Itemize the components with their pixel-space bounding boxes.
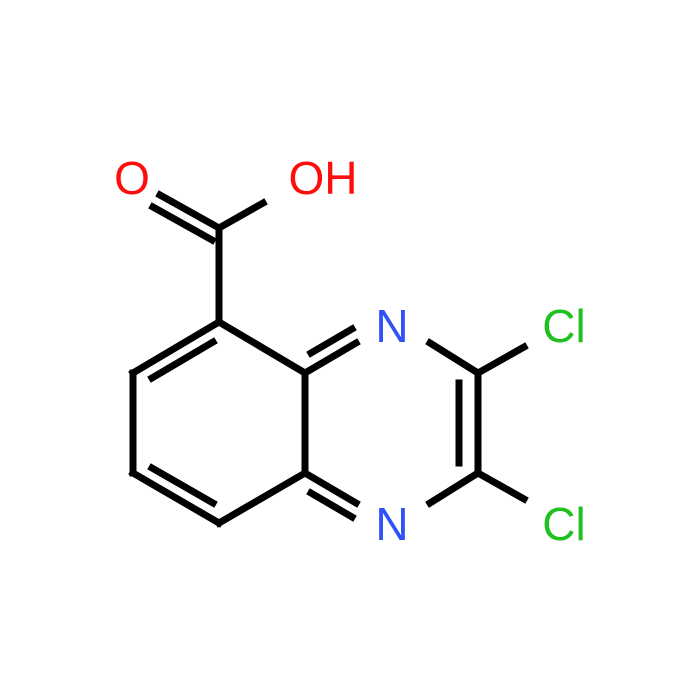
bond-c-o-double-outer <box>155 190 224 233</box>
bond-benzene-c4a-c5 <box>214 317 310 378</box>
bonds <box>128 190 529 528</box>
bond-n-bottom-c8a <box>300 468 361 508</box>
atom-label-n-bottom: N <box>375 498 408 550</box>
bond-c2-cl <box>473 468 529 504</box>
bond-n-top-c3 <box>425 338 483 378</box>
atom-label-cl-top: Cl <box>542 300 585 352</box>
atom-label-n-top: N <box>375 300 408 352</box>
bond-c4a-n-top-inner <box>306 324 357 358</box>
bond-n-bottom-c8a-inner <box>306 488 357 522</box>
bond-benzene-c5-c6-inner <box>147 337 218 383</box>
bond-benzene-c8-c8a <box>214 468 310 528</box>
bond-c-o-double-inner <box>148 202 217 245</box>
bond-c3-cl <box>473 342 529 378</box>
atom-label-o-carbonyl: O <box>114 152 150 204</box>
atom-label-cl-bottom: Cl <box>542 498 585 550</box>
bond-c4a-n-top <box>300 338 361 378</box>
bond-benzene-c5-c6 <box>128 317 224 378</box>
bond-c2-n-bottom <box>425 468 483 508</box>
bond-c-oh <box>214 198 268 233</box>
bond-benzene-c7-c8-inner <box>147 463 218 508</box>
atom-labels: O OH N N Cl Cl <box>114 152 586 550</box>
atom-label-oh: OH <box>289 152 358 204</box>
bond-benzene-c7-c8 <box>128 468 224 528</box>
